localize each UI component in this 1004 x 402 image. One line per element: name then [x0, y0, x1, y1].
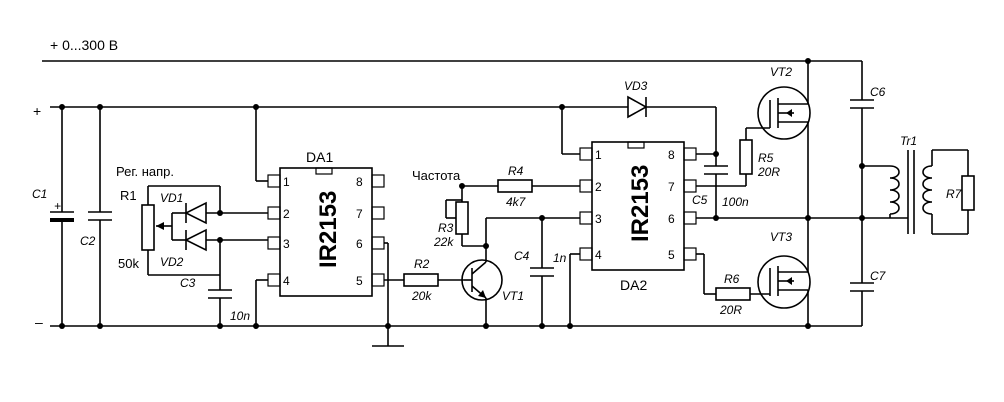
vd2-label: VD2	[160, 255, 184, 269]
c6-label: C6	[870, 85, 886, 99]
r4-label: R4	[508, 164, 524, 178]
r6-value: 20R	[719, 303, 742, 317]
svg-text:1: 1	[595, 148, 602, 162]
junctions	[59, 58, 865, 329]
capacitor-c2	[88, 107, 112, 326]
resistor-r7	[961, 150, 975, 234]
potentiometer-r1	[141, 185, 220, 276]
r2-label: R2	[414, 257, 430, 271]
supply-high-label: + 0...300 В	[50, 37, 118, 53]
c3-value: 10n	[230, 309, 250, 323]
r6-label: R6	[724, 272, 740, 286]
svg-text:8: 8	[356, 175, 363, 189]
resistor-r5	[739, 139, 753, 175]
c5-value: 100n	[722, 195, 749, 209]
c1-label: C1	[32, 187, 47, 201]
svg-text:3: 3	[283, 237, 290, 251]
svg-text:6: 6	[668, 212, 675, 226]
svg-text:6: 6	[356, 237, 363, 251]
diode-vd1	[172, 201, 268, 225]
svg-text:5: 5	[668, 248, 675, 262]
svg-text:5: 5	[356, 274, 363, 288]
vt2-label: VT2	[770, 65, 792, 79]
svg-text:IR2153: IR2153	[627, 165, 654, 242]
diode-vd3	[562, 95, 717, 154]
svg-text:4: 4	[283, 274, 290, 288]
svg-text:7: 7	[356, 207, 363, 221]
svg-text:2: 2	[283, 207, 290, 221]
r3-label: R3	[438, 221, 454, 235]
r5-label: R5	[758, 151, 774, 165]
c4-label: C4	[514, 249, 530, 263]
svg-text:8: 8	[668, 148, 675, 162]
vd3-label: VD3	[624, 79, 648, 93]
mosfet-vt2	[757, 61, 811, 218]
ic-da1: 1 2 3 4 8 7 6 5 IR2153	[267, 167, 385, 297]
reg-label: Рег. напр.	[116, 164, 174, 179]
svg-text:3: 3	[595, 212, 602, 226]
r4-value: 4k7	[506, 195, 527, 209]
rails	[42, 60, 862, 327]
c4-value: 1n	[553, 251, 567, 265]
svg-text:2: 2	[595, 180, 602, 194]
capacitor-c1: +	[50, 107, 74, 326]
svg-text:4: 4	[595, 248, 602, 262]
freq-label: Частота	[412, 168, 461, 183]
r7-label: R7	[946, 187, 963, 201]
transistor-vt1	[461, 246, 503, 326]
diode-vd2	[172, 228, 268, 252]
c2-label: C2	[80, 234, 96, 248]
capacitor-c3	[208, 289, 232, 326]
r1-label: R1	[120, 188, 137, 203]
vd1-label: VD1	[160, 191, 183, 205]
ic-da2: 1 2 3 4 8 7 6 5 IR2153	[579, 141, 697, 271]
svg-text:+: +	[54, 199, 61, 213]
capacitor-c6	[850, 61, 874, 283]
r5-value: 20R	[757, 165, 780, 179]
r3-value: 22k	[433, 235, 454, 249]
vt1-label: VT1	[502, 289, 524, 303]
mosfet-vt3	[757, 218, 811, 326]
c7-label: C7	[870, 269, 887, 283]
da1-label: DA1	[306, 149, 333, 165]
vt3-label: VT3	[770, 230, 792, 244]
r1-value: 50k	[118, 256, 139, 271]
svg-text:IR2153: IR2153	[315, 191, 342, 268]
resistor-r4	[497, 179, 533, 193]
c5-label: C5	[692, 193, 708, 207]
svg-text:7: 7	[668, 180, 675, 194]
da2-label: DA2	[620, 277, 647, 293]
supply-plus-label: +	[33, 103, 41, 119]
resistor-r6	[715, 287, 751, 301]
capacitor-c4	[530, 218, 554, 326]
tr1-label: Tr1	[900, 134, 917, 148]
r2-value: 20k	[411, 289, 432, 303]
c3-label: C3	[180, 276, 196, 290]
capacitor-c7	[850, 282, 874, 326]
supply-minus-label: –	[35, 314, 43, 330]
transformer-tr1	[862, 149, 968, 235]
resistor-r2	[403, 273, 439, 287]
svg-text:1: 1	[283, 175, 290, 189]
